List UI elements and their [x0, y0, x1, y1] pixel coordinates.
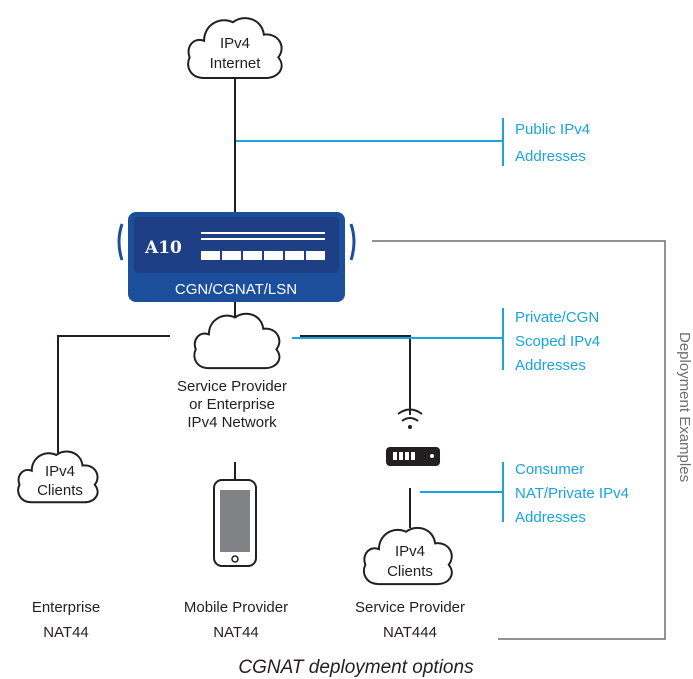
internet-cloud-label-1: IPv4	[220, 35, 250, 52]
diagram-caption: CGNAT deployment options	[238, 657, 474, 678]
sp-clients-label-1: IPv4	[395, 543, 425, 560]
network-to-sp-line	[300, 335, 411, 415]
internet-cloud-label-2: Internet	[210, 55, 262, 72]
network-to-enterprise-line	[57, 335, 170, 455]
enterprise-example-type: NAT44	[43, 624, 89, 641]
enterprise-example-label: Enterprise	[32, 599, 100, 616]
deployment-bracket-line	[372, 240, 666, 640]
consumer-address-label-1: Consumer	[515, 461, 584, 478]
cgn-device: A10 CGN/CGNAT/LSN	[117, 212, 356, 302]
private-address-label-1: Private/CGN	[515, 309, 599, 326]
sp-clients-cloud: IPv4 Clients	[362, 526, 453, 586]
deployment-examples-label: Deployment Examples	[676, 332, 693, 482]
connection-lines	[57, 76, 411, 528]
consumer-address-label-3: Addresses	[515, 509, 586, 526]
public-address-label-1: Public IPv4	[515, 121, 590, 138]
wifi-router-icon	[386, 408, 440, 466]
private-address-label-3: Addresses	[515, 357, 586, 374]
internet-cloud: IPv4 Internet	[186, 16, 283, 80]
sp-example-label: Service Provider	[355, 599, 465, 616]
consumer-address-label-2: NAT/Private IPv4	[515, 485, 629, 502]
vent-grille-icon	[201, 232, 325, 240]
network-cloud: Service Provider or Enterprise IPv4 Netw…	[177, 312, 287, 431]
network-cloud-label-1: Service Provider	[177, 378, 287, 395]
mobile-example-type: NAT44	[213, 624, 259, 641]
a10-logo: A10	[144, 238, 182, 258]
left-bracket-icon	[117, 223, 124, 261]
example-labels: Enterprise NAT44 Mobile Provider NAT44 S…	[32, 599, 465, 641]
network-cloud-label-3: IPv4 Network	[187, 414, 277, 431]
enterprise-clients-label-2: Clients	[37, 482, 83, 499]
deployment-examples-bracket: Deployment Examples	[372, 240, 693, 640]
enterprise-clients-cloud: IPv4 Clients	[17, 450, 99, 504]
sp-example-type: NAT444	[383, 624, 437, 641]
private-address-label-2: Scoped IPv4	[515, 333, 600, 350]
port-row-icon	[201, 251, 325, 260]
public-address-label-2: Addresses	[515, 148, 586, 165]
mobile-example-label: Mobile Provider	[184, 599, 288, 616]
address-callouts: Public IPv4 Addresses Private/CGN Scoped…	[236, 118, 629, 526]
right-bracket-icon	[349, 223, 356, 261]
network-cloud-label-2: or Enterprise	[189, 396, 275, 413]
mobile-phone-icon	[213, 479, 257, 567]
sp-clients-label-2: Clients	[387, 563, 433, 580]
device-label: CGN/CGNAT/LSN	[175, 281, 297, 298]
enterprise-clients-label-1: IPv4	[45, 463, 75, 480]
